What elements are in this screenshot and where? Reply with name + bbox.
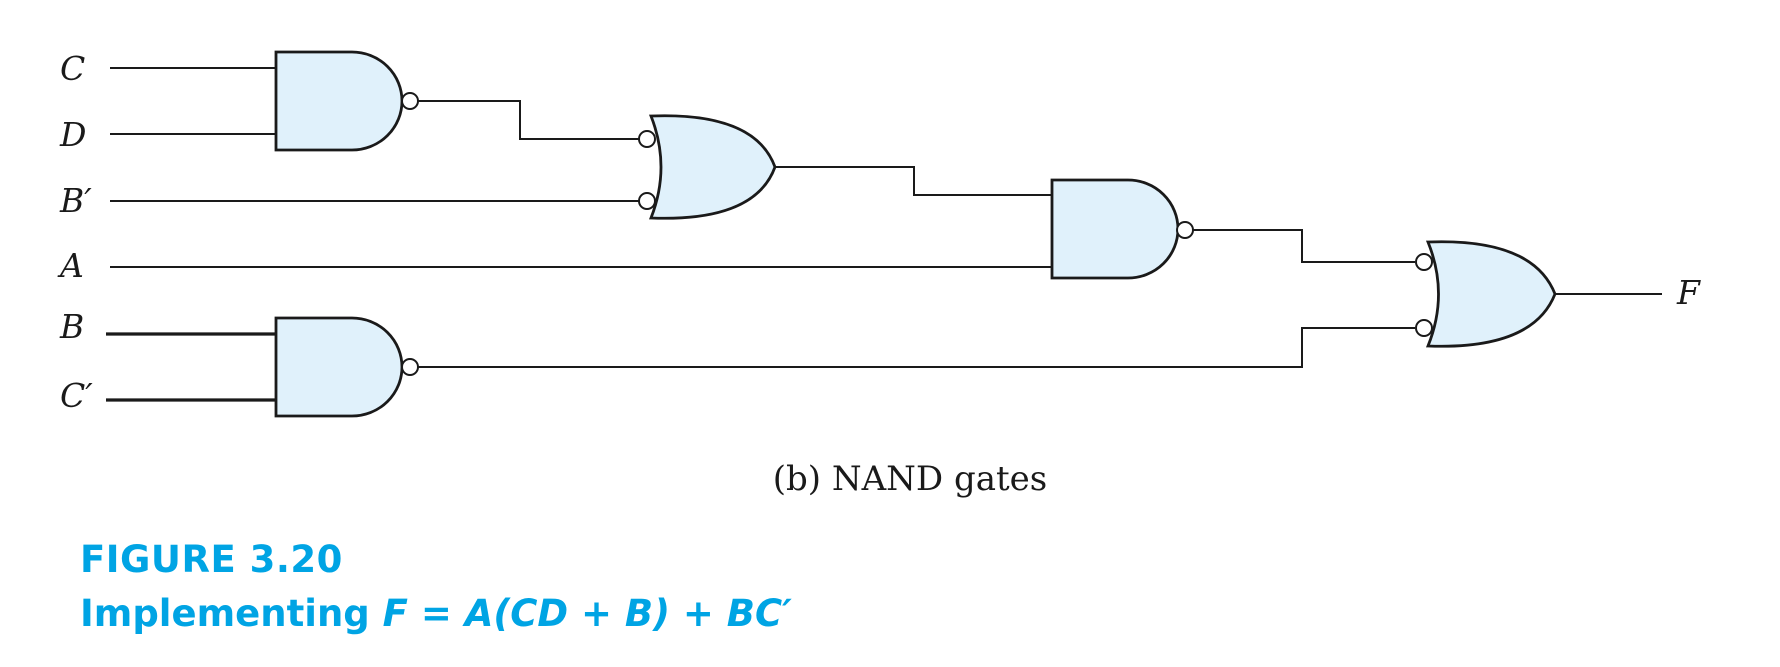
inversion-bubble <box>1415 253 1433 271</box>
figure-title: Implementing F = A(CD + B) + BC′ <box>80 592 792 635</box>
nand-gate-cd <box>274 50 404 152</box>
input-label-c: C <box>60 49 85 88</box>
inversion-bubble <box>401 358 419 376</box>
figure-title-prefix: Implementing <box>80 592 383 635</box>
wire-nand2-to-or2 <box>1193 229 1415 263</box>
wire-nand1-to-or1 <box>418 100 640 140</box>
or-gate-inverted-inputs-1 <box>648 114 777 220</box>
inversion-bubble <box>1415 319 1433 337</box>
diagram-subcaption: (b) NAND gates <box>773 459 1048 499</box>
inversion-bubble <box>638 192 656 210</box>
figure-label: FIGURE 3.20 <box>80 538 343 581</box>
input-label-c-prime: C′ <box>60 376 93 415</box>
input-label-d: D <box>59 115 86 154</box>
wire-nand3-to-or2 <box>418 327 1415 368</box>
nand-gate-2 <box>1050 178 1180 280</box>
input-label-b: B <box>59 307 84 346</box>
nand-gate-bc-prime <box>274 316 404 418</box>
input-label-a: A <box>57 246 84 285</box>
wire-or1-to-nand2 <box>775 166 1052 196</box>
input-label-b-prime: B′ <box>59 181 92 220</box>
or-gate-inverted-inputs-2 <box>1425 240 1557 348</box>
inversion-bubble <box>1176 221 1194 239</box>
figure-title-equation: F = A(CD + B) + BC′ <box>382 592 792 635</box>
inversion-bubble <box>638 130 656 148</box>
inversion-bubble <box>401 92 419 110</box>
output-label-f: F <box>1676 273 1701 312</box>
